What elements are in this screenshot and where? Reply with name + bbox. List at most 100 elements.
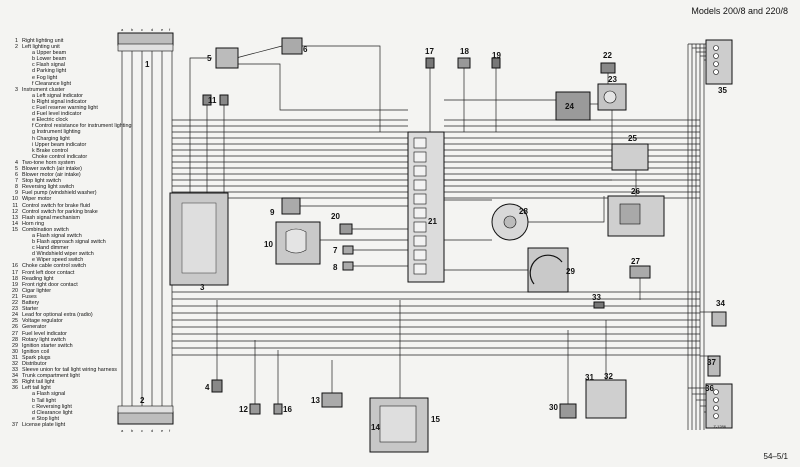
callout-24: 24 xyxy=(565,102,574,111)
callout-23: 23 xyxy=(608,75,617,84)
legend-number: 11 xyxy=(12,202,18,209)
legend-text: Fuses xyxy=(22,293,37,300)
legend-text: Stop light switch xyxy=(22,178,61,185)
callout-10: 10 xyxy=(264,240,273,249)
legend-item: a Upper beam xyxy=(6,50,156,56)
callout-19: 19 xyxy=(492,51,501,60)
right-tail-light xyxy=(705,39,733,85)
callout-29: 29 xyxy=(566,267,575,276)
reading-light xyxy=(457,57,471,69)
legend-number: 19 xyxy=(12,281,18,288)
legend-text: Control switch for parking brake xyxy=(22,208,98,215)
legend-text: b Right signal indicator xyxy=(32,98,87,105)
legend-number: 32 xyxy=(12,360,18,367)
legend-item: b Tail light xyxy=(6,398,156,404)
flash-signal-mechanism xyxy=(321,392,343,408)
page-title: Models 200/8 and 220/8 xyxy=(691,6,788,16)
legend-item: 12 Control switch for parking brake xyxy=(6,209,156,215)
legend-text: d Fuel level indicator xyxy=(32,111,82,118)
legend-item: b Right signal indicator xyxy=(6,99,156,105)
callout-21: 21 xyxy=(428,217,437,226)
callout-14: 14 xyxy=(371,423,380,432)
legend-text: Lead for optional extra (radio) xyxy=(22,312,93,319)
legend-number: 25 xyxy=(12,318,18,325)
left-lighting-unit: a b c d e f xyxy=(117,405,174,433)
legend-text: Trunk compartment light xyxy=(22,373,80,380)
legend-number: 35 xyxy=(12,379,18,386)
legend-item: a Flash signal switch xyxy=(6,233,156,239)
legend-text: Front left door contact xyxy=(22,269,75,276)
legend-text: Fuel level indicator xyxy=(22,330,67,337)
pin-letter: b xyxy=(131,428,134,433)
legend-item: e Electric clock xyxy=(6,117,156,123)
stop-light-switch xyxy=(342,245,354,255)
callout-18: 18 xyxy=(460,47,469,56)
legend-text: Two-tone horn system xyxy=(22,159,76,166)
instrument-cluster-inner xyxy=(181,202,217,274)
legend-number: 12 xyxy=(12,208,18,215)
legend-number: 15 xyxy=(12,226,18,233)
choke-cable-switch xyxy=(273,403,283,415)
legend-text: b Tail light xyxy=(32,397,56,404)
sleeve-union xyxy=(593,301,605,309)
legend-text: Right lighting unit xyxy=(22,38,64,44)
callout-6: 6 xyxy=(303,45,308,54)
legend-item: 31 Spark plugs xyxy=(6,355,156,361)
legend-item: 6 Blower motor (air intake) xyxy=(6,172,156,178)
legend-number: 6 xyxy=(15,172,18,179)
legend-text: Spark plugs xyxy=(22,354,51,361)
legend-text: Wiper motor xyxy=(22,196,52,203)
legend-number: 10 xyxy=(12,196,18,203)
legend-number: 31 xyxy=(12,354,18,361)
legend-item: h Charging light xyxy=(6,136,156,142)
legend-number: 36 xyxy=(12,385,18,392)
callouts: 1 2 3 4 5 6 7 8 9 10 11 12 13 14 15 16 1… xyxy=(140,45,727,432)
legend-text: Choke control indicator xyxy=(32,153,88,160)
legend-text: b Lower beam xyxy=(32,56,67,63)
legend-text: i Upper beam indicator xyxy=(32,141,87,148)
callout-32: 32 xyxy=(604,372,613,381)
front-left-door-contact xyxy=(425,57,435,69)
radio-lead xyxy=(555,91,591,121)
wire xyxy=(189,57,212,193)
legend-number: 33 xyxy=(12,367,18,374)
legend-item: g Instrument lighting xyxy=(6,129,156,135)
legend-text: c Flash signal xyxy=(32,62,65,69)
legend-number: 22 xyxy=(12,300,18,307)
legend-text: d Clearance light xyxy=(32,409,73,416)
callout-15: 15 xyxy=(431,415,440,424)
callout-17: 17 xyxy=(425,47,434,56)
callout-36: 36 xyxy=(705,384,714,393)
wire xyxy=(235,45,283,59)
legend-number: 29 xyxy=(12,342,18,349)
callout-25: 25 xyxy=(628,134,637,143)
callout-2: 2 xyxy=(140,396,145,405)
pin-letter: a xyxy=(121,27,124,32)
legend-text: Starter xyxy=(22,306,39,313)
legend-text: Sleeve union for tail light wiring harne… xyxy=(22,367,117,374)
callout-12: 12 xyxy=(239,405,248,414)
legend-text: Distributor xyxy=(22,360,47,367)
legend-text: Ignition starter switch xyxy=(22,342,73,349)
page-number: 54–5/1 xyxy=(763,452,788,461)
callout-26: 26 xyxy=(631,187,640,196)
legend-number: 20 xyxy=(12,287,18,294)
legend-text: e Fog light xyxy=(32,74,58,81)
legend-text: Reversing light switch xyxy=(22,184,75,191)
callout-9: 9 xyxy=(270,208,275,217)
pin-letter: b xyxy=(131,27,134,32)
legend-number: 26 xyxy=(12,324,18,331)
blower-motor xyxy=(281,37,303,55)
pin-letter: c xyxy=(141,428,143,433)
callout-13: 13 xyxy=(311,396,320,405)
legend-text: Blower motor (air intake) xyxy=(22,172,81,179)
legend-text: Left lighting unit xyxy=(22,44,60,51)
legend-number: 30 xyxy=(12,348,18,355)
